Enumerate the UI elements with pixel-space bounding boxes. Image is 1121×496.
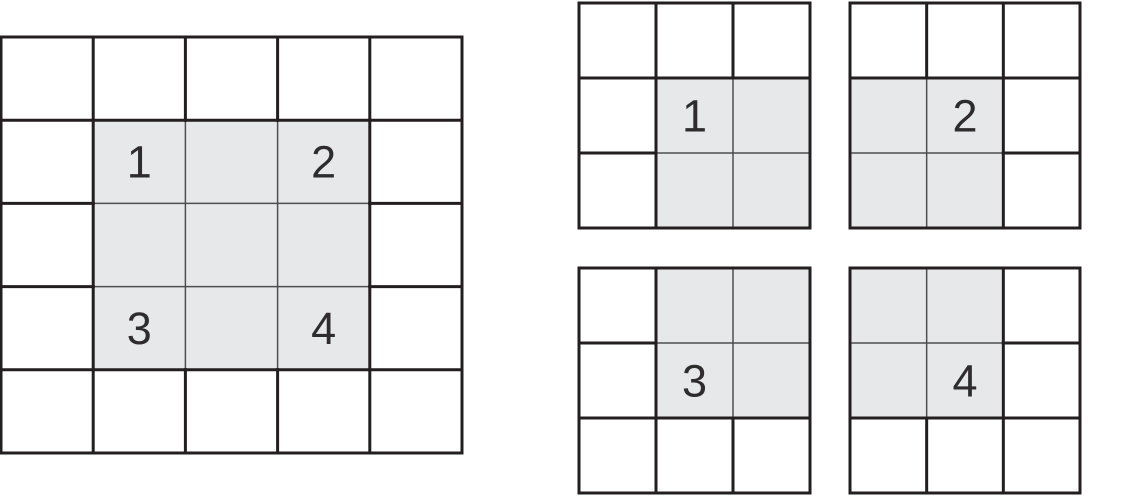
subgrid-1: 1: [577, 1, 812, 230]
grid-cell: [579, 268, 656, 343]
grid-cell: [1, 369, 94, 453]
grid-cell: [656, 418, 733, 493]
grid-cell-shaded: [733, 343, 810, 418]
cell-label-2: 2: [311, 137, 336, 188]
cell-label-4: 4: [311, 303, 336, 354]
grid-cell: [733, 418, 810, 493]
grid-cell: [850, 3, 927, 78]
grid-cell: [369, 286, 462, 370]
grid-cell: [926, 3, 1004, 78]
grid-cell: [1003, 78, 1080, 153]
grid-cell-shaded: [926, 268, 1004, 343]
grid-cell-shaded: [926, 78, 1004, 153]
grid-cell: [926, 418, 1004, 493]
grid-cell: [185, 37, 278, 121]
grid-cell-shaded: [733, 78, 810, 153]
main-grid: 1 2 3 4: [0, 35, 464, 455]
cell-label-4: 4: [952, 355, 977, 406]
grid-cell-shaded: [733, 268, 810, 343]
grid-cell-shaded: [185, 203, 278, 287]
subgrid-2-svg: 2: [848, 1, 1082, 230]
grid-cell: [277, 37, 370, 121]
subgrid-3: 3: [577, 266, 812, 495]
grid-cell-shaded: [93, 286, 186, 370]
subgrid-3-svg: 3: [577, 266, 812, 495]
main-grid-svg: 1 2 3 4: [0, 35, 464, 455]
subgrid-2: 2: [848, 1, 1082, 230]
grid-cell: [579, 78, 656, 153]
grid-cell-shaded: [850, 343, 927, 418]
grid-cell-shaded: [850, 153, 927, 228]
grid-cell-shaded: [656, 268, 733, 343]
grid-cell-shaded: [926, 153, 1004, 228]
grid-cell-shaded: [850, 268, 927, 343]
grid-cell: [369, 120, 462, 204]
cell-label-2: 2: [952, 90, 977, 141]
grid-cell-shaded: [926, 343, 1004, 418]
grid-cell: [579, 343, 656, 418]
grid-cell: [1003, 153, 1080, 228]
subgrid-4-svg: 4: [848, 266, 1082, 495]
grid-cell-shaded: [733, 153, 810, 228]
cell-label-1: 1: [127, 137, 152, 188]
grid-cell: [277, 369, 370, 453]
grid-cell: [1003, 343, 1080, 418]
grid-cell: [369, 37, 462, 121]
grid-cell-shaded: [850, 78, 927, 153]
grid-cell: [185, 369, 278, 453]
grid-cell: [1003, 268, 1080, 343]
grid-cell-shaded: [93, 203, 186, 287]
grid-cell: [93, 37, 186, 121]
grid-cell-shaded: [656, 153, 733, 228]
subgrid-1-svg: 1: [577, 1, 812, 230]
grid-cell: [579, 3, 656, 78]
grid-cell: [1, 37, 94, 121]
grid-cell: [1003, 418, 1080, 493]
grid-cell: [1, 120, 94, 204]
cell-label-3: 3: [682, 355, 707, 406]
grid-cell: [369, 203, 462, 287]
grid-cell: [579, 418, 656, 493]
grid-cell: [1, 203, 94, 287]
grid-cell: [1, 286, 94, 370]
grid-cell-shaded: [277, 120, 370, 204]
grid-cell-shaded: [185, 286, 278, 370]
grid-cell: [733, 3, 810, 78]
grid-cell-shaded: [185, 120, 278, 204]
grid-cell: [579, 153, 656, 228]
subgrid-4: 4: [848, 266, 1082, 495]
grid-cell-shaded: [656, 343, 733, 418]
grid-cell: [1003, 3, 1080, 78]
grid-cell: [850, 418, 927, 493]
cell-label-1: 1: [682, 90, 707, 141]
grid-cell: [93, 369, 186, 453]
grid-cell-shaded: [277, 203, 370, 287]
grid-cell-shaded: [656, 78, 733, 153]
grid-cell: [369, 369, 462, 453]
grid-cell-shaded: [93, 120, 186, 204]
grid-cell: [656, 3, 733, 78]
cell-label-3: 3: [127, 303, 152, 354]
grid-cell-shaded: [277, 286, 370, 370]
